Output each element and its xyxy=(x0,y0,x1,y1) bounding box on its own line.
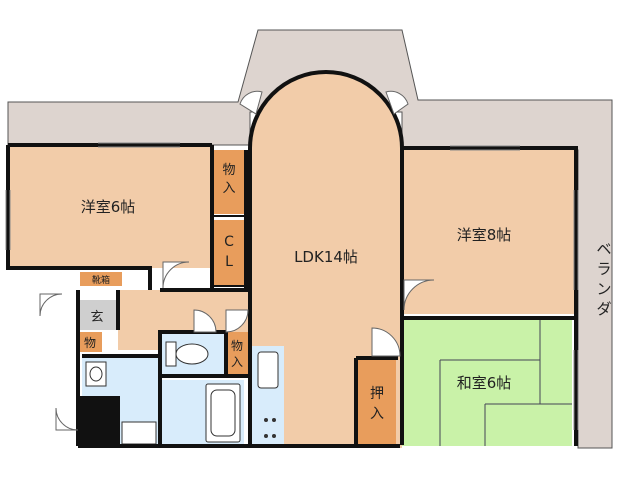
walls xyxy=(6,70,578,448)
balcony-label-4: ダ xyxy=(596,300,611,318)
cl-label-2: L xyxy=(225,254,233,270)
cl-label-1: C xyxy=(224,234,234,250)
oshiire xyxy=(358,360,396,446)
closet-walls xyxy=(212,215,246,287)
toilet-icon xyxy=(165,341,209,367)
room-label-japanese-6: 和室6帖 xyxy=(457,374,512,392)
closet-top xyxy=(212,150,246,214)
japanese-room-6 xyxy=(402,320,572,446)
pipe-shaft xyxy=(80,396,120,446)
ldk-room xyxy=(250,72,402,448)
stove-icon xyxy=(264,418,276,438)
oshiire-label-1: 押 xyxy=(370,386,384,402)
closet-mid-label-2: 入 xyxy=(231,355,243,369)
western-room-8 xyxy=(402,148,574,314)
room-label-ldk: LDK14帖 xyxy=(294,248,358,266)
closet-small-label: 物 xyxy=(84,336,96,350)
oshiire-label-2: 入 xyxy=(370,406,384,422)
closet-top-label-2: 入 xyxy=(222,181,235,196)
balcony-label-1: ベ xyxy=(596,240,611,258)
door-swings xyxy=(39,90,435,431)
bathtub-icon xyxy=(205,383,241,443)
room-label-western-6: 洋室6帖 xyxy=(81,198,136,216)
tatami-lines xyxy=(439,320,572,446)
washer-icon xyxy=(121,421,157,445)
closet-small xyxy=(78,332,102,352)
entrance-label: 玄 xyxy=(90,310,103,325)
windows xyxy=(5,142,579,430)
closet-cl xyxy=(212,220,246,286)
balcony-label-3: ン xyxy=(596,280,611,298)
shoe-box-label: 靴箱 xyxy=(92,274,110,286)
closet-mid-label-1: 物 xyxy=(231,339,243,353)
closet-top-label-1: 物 xyxy=(222,163,235,178)
washbasin-icon xyxy=(85,361,107,387)
western-room-6 xyxy=(8,145,212,268)
balcony-label-2: ラ xyxy=(596,260,611,278)
closet-mid xyxy=(226,332,248,374)
room-label-western-8: 洋室8帖 xyxy=(457,226,512,244)
sink-icon xyxy=(257,351,279,389)
shoe-box xyxy=(80,272,122,286)
entrance xyxy=(78,300,118,330)
